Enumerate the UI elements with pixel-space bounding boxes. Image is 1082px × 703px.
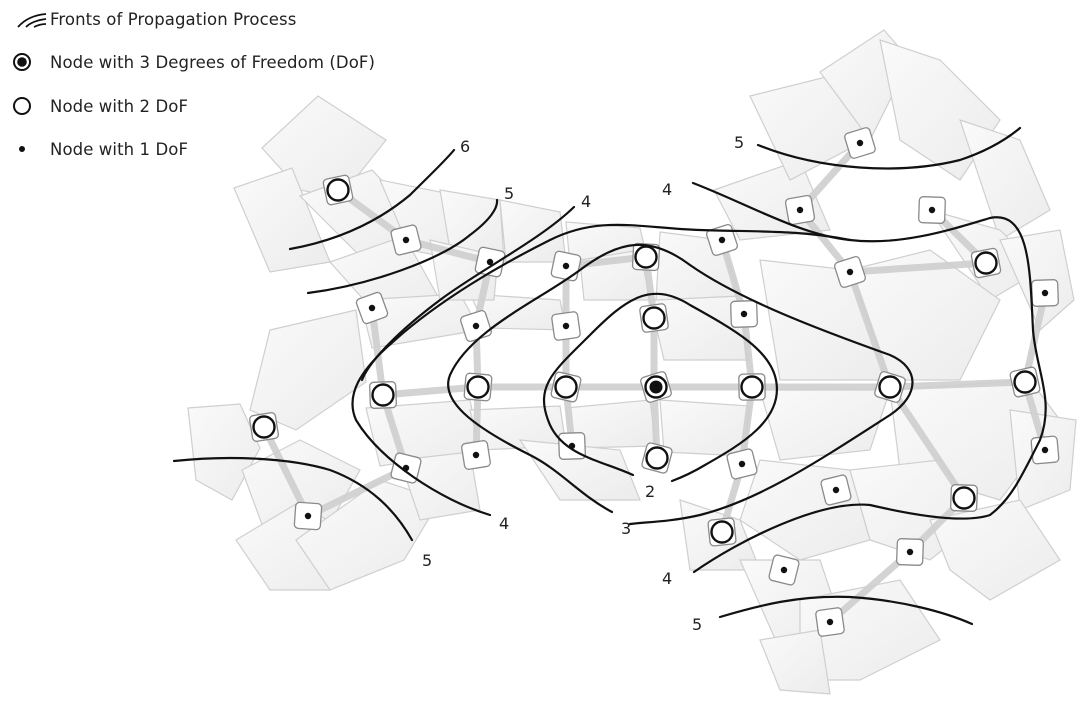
node-2dof bbox=[710, 520, 734, 544]
node-1dof bbox=[1041, 289, 1049, 297]
node-1dof bbox=[562, 262, 570, 270]
node-1dof bbox=[826, 618, 834, 626]
node-2dof-icon bbox=[12, 92, 50, 120]
node-1dof bbox=[738, 460, 746, 468]
front-label: 5 bbox=[422, 551, 432, 570]
front-curve-3-inner bbox=[447, 243, 914, 526]
node-1dof bbox=[472, 322, 480, 330]
node-2dof bbox=[642, 306, 666, 330]
front-curve-5-bottomright bbox=[718, 595, 974, 626]
node-2dof bbox=[326, 178, 350, 202]
front-curve-4 bbox=[351, 223, 852, 517]
panel bbox=[518, 439, 641, 501]
front-label: 4 bbox=[581, 192, 591, 211]
node-1dof bbox=[486, 258, 494, 266]
legend-label-node3: Node with 3 Degrees of Freedom (DoF) bbox=[50, 52, 376, 72]
front-curve-6 bbox=[288, 148, 456, 251]
node-1dof bbox=[846, 268, 854, 276]
node-2dof bbox=[466, 375, 490, 399]
node-1dof bbox=[402, 236, 410, 244]
node-1dof bbox=[740, 310, 748, 318]
front-label: 3 bbox=[621, 519, 631, 538]
node-1dof bbox=[562, 322, 570, 330]
node-1dof bbox=[928, 206, 936, 214]
front-label: 2 bbox=[645, 482, 655, 501]
node-1dof bbox=[796, 206, 804, 214]
node-1dof bbox=[906, 548, 914, 556]
node-1dof bbox=[304, 512, 312, 520]
legend-node2: Node with 2 DoF bbox=[12, 92, 188, 120]
front-curve-2 bbox=[542, 292, 779, 483]
node-2dof bbox=[1013, 370, 1037, 394]
sheet-panels bbox=[187, 29, 1077, 695]
legend-fronts: Fronts of Propagation Process bbox=[12, 5, 296, 33]
panel bbox=[759, 389, 891, 461]
front-label: 4 bbox=[662, 180, 672, 199]
node-2dof bbox=[634, 245, 658, 269]
front-label: 4 bbox=[662, 569, 672, 588]
legend-label-node1: Node with 1 DoF bbox=[50, 139, 189, 159]
front-label: 6 bbox=[460, 137, 470, 156]
node-2dof bbox=[252, 415, 276, 439]
node-3dof-core bbox=[649, 380, 663, 394]
node-1dof bbox=[1041, 446, 1049, 454]
panel bbox=[249, 309, 367, 431]
nodes bbox=[252, 139, 1049, 626]
node-1dof bbox=[856, 139, 864, 147]
fronts-icon bbox=[12, 5, 50, 33]
front-labels: 6 5 4 4 5 2 3 4 5 4 5 bbox=[422, 133, 744, 634]
node-1dof bbox=[568, 442, 576, 450]
node-2dof bbox=[645, 446, 669, 470]
node-1dof bbox=[780, 566, 788, 574]
node-1dof bbox=[832, 486, 840, 494]
node-2dof bbox=[740, 375, 764, 399]
node-1dof bbox=[472, 451, 480, 459]
node-2dof bbox=[878, 375, 902, 399]
panel bbox=[759, 629, 831, 695]
front-label: 5 bbox=[692, 615, 702, 634]
node-3dof-icon bbox=[12, 48, 50, 76]
node-1dof bbox=[402, 464, 410, 472]
legend-label-fronts: Fronts of Propagation Process bbox=[50, 9, 297, 29]
front-label: 5 bbox=[504, 184, 514, 203]
front-curve-5-topleft bbox=[306, 198, 499, 295]
node-1dof bbox=[718, 236, 726, 244]
legend-node1: Node with 1 DoF bbox=[12, 135, 188, 163]
front-curve-4-topleft bbox=[360, 205, 576, 382]
propagation-fronts bbox=[172, 126, 1047, 626]
node-2dof bbox=[371, 383, 395, 407]
node-2dof bbox=[952, 486, 976, 510]
front-curve-5-left bbox=[172, 456, 414, 542]
front-label: 4 bbox=[499, 514, 509, 533]
panel bbox=[659, 399, 751, 457]
node-2dof bbox=[554, 375, 578, 399]
node-2dof bbox=[974, 251, 998, 275]
front-label: 5 bbox=[734, 133, 744, 152]
node-1dof bbox=[368, 304, 376, 312]
panel bbox=[929, 499, 1061, 601]
front-curve-4-right bbox=[691, 181, 1047, 574]
legend-node3: Node with 3 Degrees of Freedom (DoF) bbox=[12, 48, 375, 76]
legend-label-node2: Node with 2 DoF bbox=[50, 96, 189, 116]
front-curve-5-topright bbox=[756, 126, 1022, 170]
node-1dof-icon bbox=[12, 135, 50, 163]
panel bbox=[739, 459, 871, 561]
